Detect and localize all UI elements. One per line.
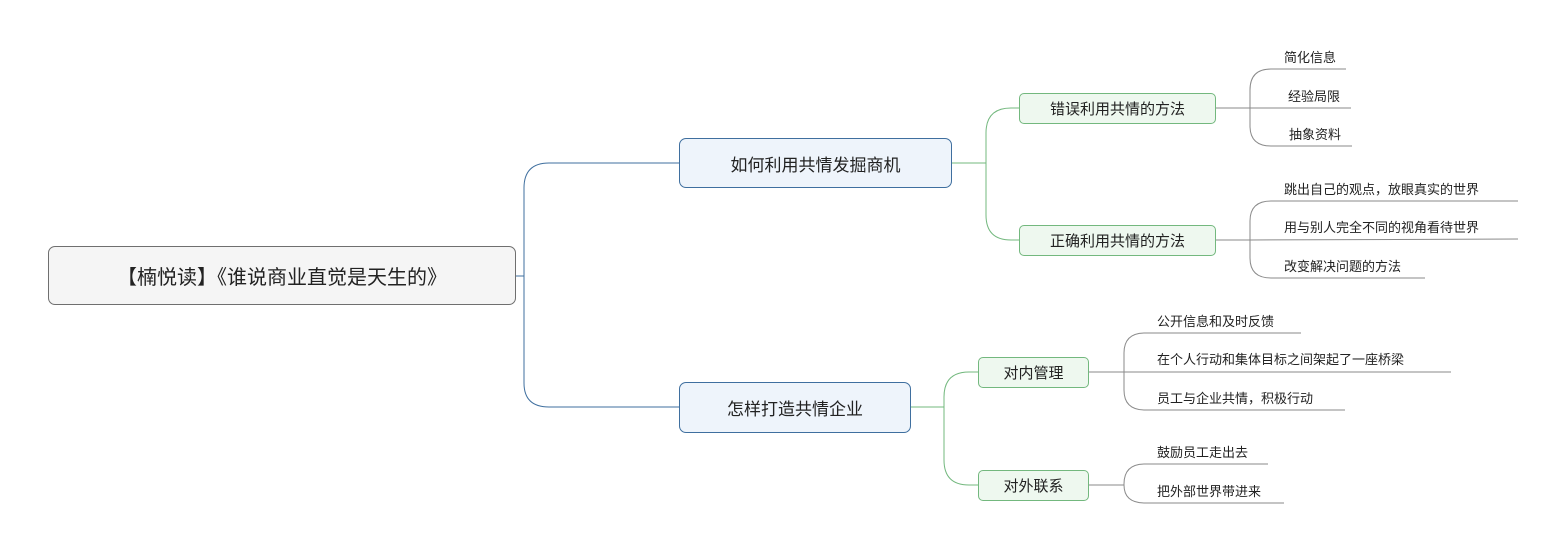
link-branch-1-child-1 [952, 107, 1019, 164]
subtopic-label: 正确利用共情的方法 [1049, 232, 1185, 250]
leaf-topic[interactable]: 公开信息和及时反馈 [1157, 315, 1274, 331]
link-leaf-4-1 [1089, 463, 1268, 486]
subtopic-2-2[interactable]: 对外联系 [978, 470, 1089, 501]
link-leaf-1-1 [1216, 68, 1346, 109]
subtopic-label: 错误利用共情的方法 [1049, 100, 1185, 118]
leaf-label: 在个人行动和集体目标之间架起了一座桥梁 [1157, 353, 1405, 368]
leaf-topic[interactable]: 经验局限 [1288, 90, 1340, 106]
leaf-label: 跳出自己的观点，放眼真实的世界 [1284, 183, 1480, 198]
leaf-label: 用与别人完全不同的视角看待世界 [1284, 221, 1480, 236]
leaf-label: 改变解决问题的方法 [1284, 260, 1402, 275]
leaf-label: 鼓励员工走出去 [1157, 446, 1249, 461]
leaf-label: 抽象资料 [1289, 128, 1342, 143]
leaf-topic[interactable]: 简化信息 [1284, 51, 1336, 67]
leaf-topic[interactable]: 员工与企业共情，积极行动 [1157, 392, 1313, 408]
leaf-topic[interactable]: 抽象资料 [1289, 128, 1341, 144]
leaf-topic[interactable]: 把外部世界带进来 [1157, 485, 1261, 501]
link-leaf-1-3 [1249, 108, 1352, 147]
link-branch-2-child-1 [911, 371, 978, 408]
leaf-label: 经验局限 [1288, 90, 1341, 105]
link-leaf-4-2 [1123, 484, 1284, 504]
subtopic-1-1[interactable]: 错误利用共情的方法 [1019, 93, 1216, 124]
branch-topic-2[interactable]: 怎样打造共情企业 [679, 382, 911, 433]
link-root-branch-1 [516, 162, 679, 277]
root-topic[interactable]: 【楠悦读】《谁说商业直觉是天生的》 [48, 246, 516, 305]
link-leaf-3-3 [1123, 372, 1345, 411]
leaf-topic[interactable]: 在个人行动和集体目标之间架起了一座桥梁 [1157, 353, 1404, 369]
subtopic-2-1[interactable]: 对内管理 [978, 357, 1089, 388]
branch-topic-label: 怎样打造共情企业 [727, 400, 863, 420]
root-topic-label: 【楠悦读】《谁说商业直觉是天生的》 [117, 265, 447, 289]
link-leaf-2-3 [1249, 240, 1425, 279]
leaf-label: 公开信息和及时反馈 [1157, 315, 1275, 330]
leaf-topic[interactable]: 鼓励员工走出去 [1157, 446, 1248, 462]
leaf-label: 员工与企业共情，积极行动 [1157, 392, 1314, 407]
link-root-branch-2 [523, 276, 679, 408]
leaf-topic[interactable]: 用与别人完全不同的视角看待世界 [1284, 221, 1479, 237]
link-branch-1-child-2 [985, 163, 1019, 241]
link-branch-2-child-2 [943, 407, 978, 486]
link-leaf-2-1 [1216, 200, 1518, 241]
branch-topic-label: 如何利用共情发掘商机 [730, 155, 901, 176]
leaf-label: 把外部世界带进来 [1157, 485, 1262, 500]
subtopic-label: 对外联系 [1003, 477, 1064, 495]
link-leaf-3-1 [1089, 332, 1301, 373]
leaf-topic[interactable]: 改变解决问题的方法 [1284, 260, 1401, 276]
subtopic-label: 对内管理 [1003, 364, 1064, 382]
leaf-label: 简化信息 [1284, 51, 1337, 66]
subtopic-1-2[interactable]: 正确利用共情的方法 [1019, 225, 1216, 256]
link-leaf-2-2 [1249, 238, 1519, 241]
branch-topic-1[interactable]: 如何利用共情发掘商机 [679, 138, 952, 188]
leaf-topic[interactable]: 跳出自己的观点，放眼真实的世界 [1284, 183, 1479, 199]
